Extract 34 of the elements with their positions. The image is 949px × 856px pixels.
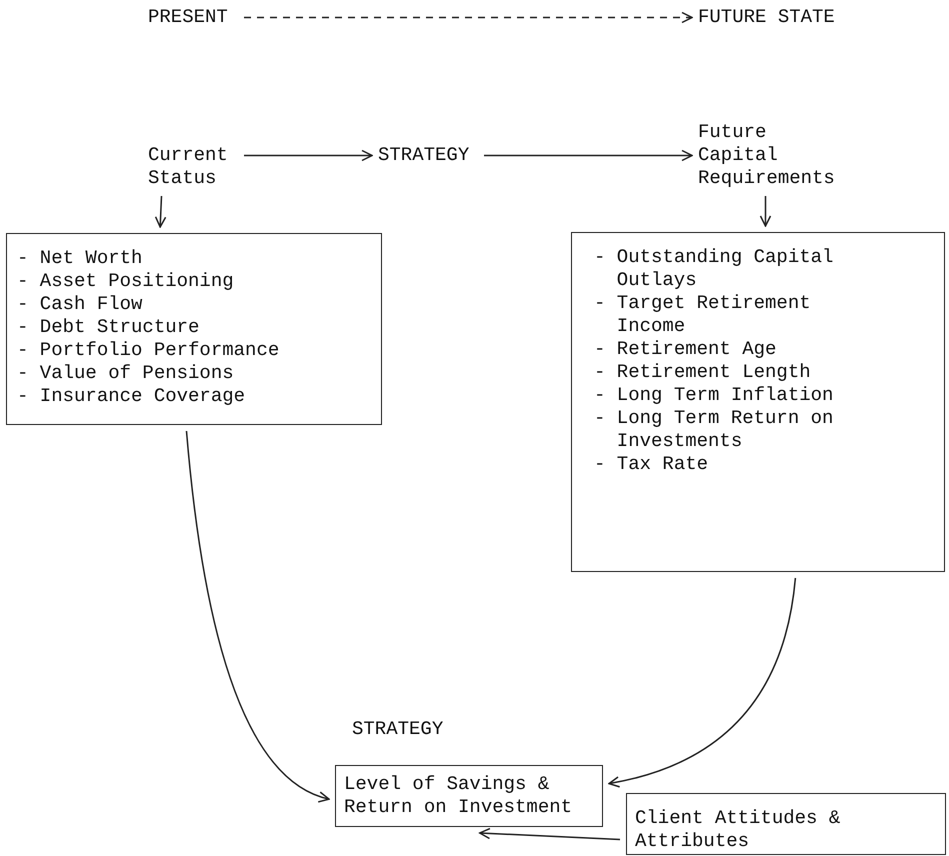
arrow xyxy=(478,828,620,840)
list-box xyxy=(571,232,945,572)
list-item: - Portfolio Performance xyxy=(17,339,280,362)
list-item: - Retirement Length xyxy=(594,361,812,384)
arrow xyxy=(186,430,330,802)
list-item: - Long Term Inflation xyxy=(594,384,834,407)
section-label: STRATEGY xyxy=(352,718,444,741)
list-item: - Value of Pensions xyxy=(17,362,235,385)
list-item: - Cash Flow xyxy=(17,293,144,316)
list-item: - Long Term Return on Investments xyxy=(594,407,834,453)
node-text: Client Attitudes & Attributes xyxy=(635,807,842,853)
list-item: - Net Worth xyxy=(17,247,144,270)
node-text: Current Status xyxy=(148,144,229,190)
node-text: FUTURE STATE xyxy=(698,6,836,29)
arrow xyxy=(608,578,796,788)
list-item: - Outstanding Capital Outlays xyxy=(594,246,834,292)
arrow xyxy=(484,150,693,162)
list-box xyxy=(626,793,946,855)
node-text: PRESENT xyxy=(148,6,229,29)
list-item: - Target Retirement Income xyxy=(594,292,812,338)
arrow xyxy=(244,150,373,162)
list-item: - Tax Rate xyxy=(594,453,710,476)
list-box xyxy=(335,765,603,827)
arrow xyxy=(154,196,166,228)
node-text: STRATEGY xyxy=(378,144,470,167)
list-box xyxy=(6,233,382,425)
arrow xyxy=(760,196,772,227)
arrow xyxy=(244,12,693,24)
node-text: Level of Savings & Return on Investment xyxy=(344,773,574,819)
list-item: - Insurance Coverage xyxy=(17,385,246,408)
list-item: - Asset Positioning xyxy=(17,270,235,293)
node-text: Future Capital Requirements xyxy=(698,121,833,190)
list-item: - Retirement Age xyxy=(594,338,778,361)
list-item: - Debt Structure xyxy=(17,316,200,339)
